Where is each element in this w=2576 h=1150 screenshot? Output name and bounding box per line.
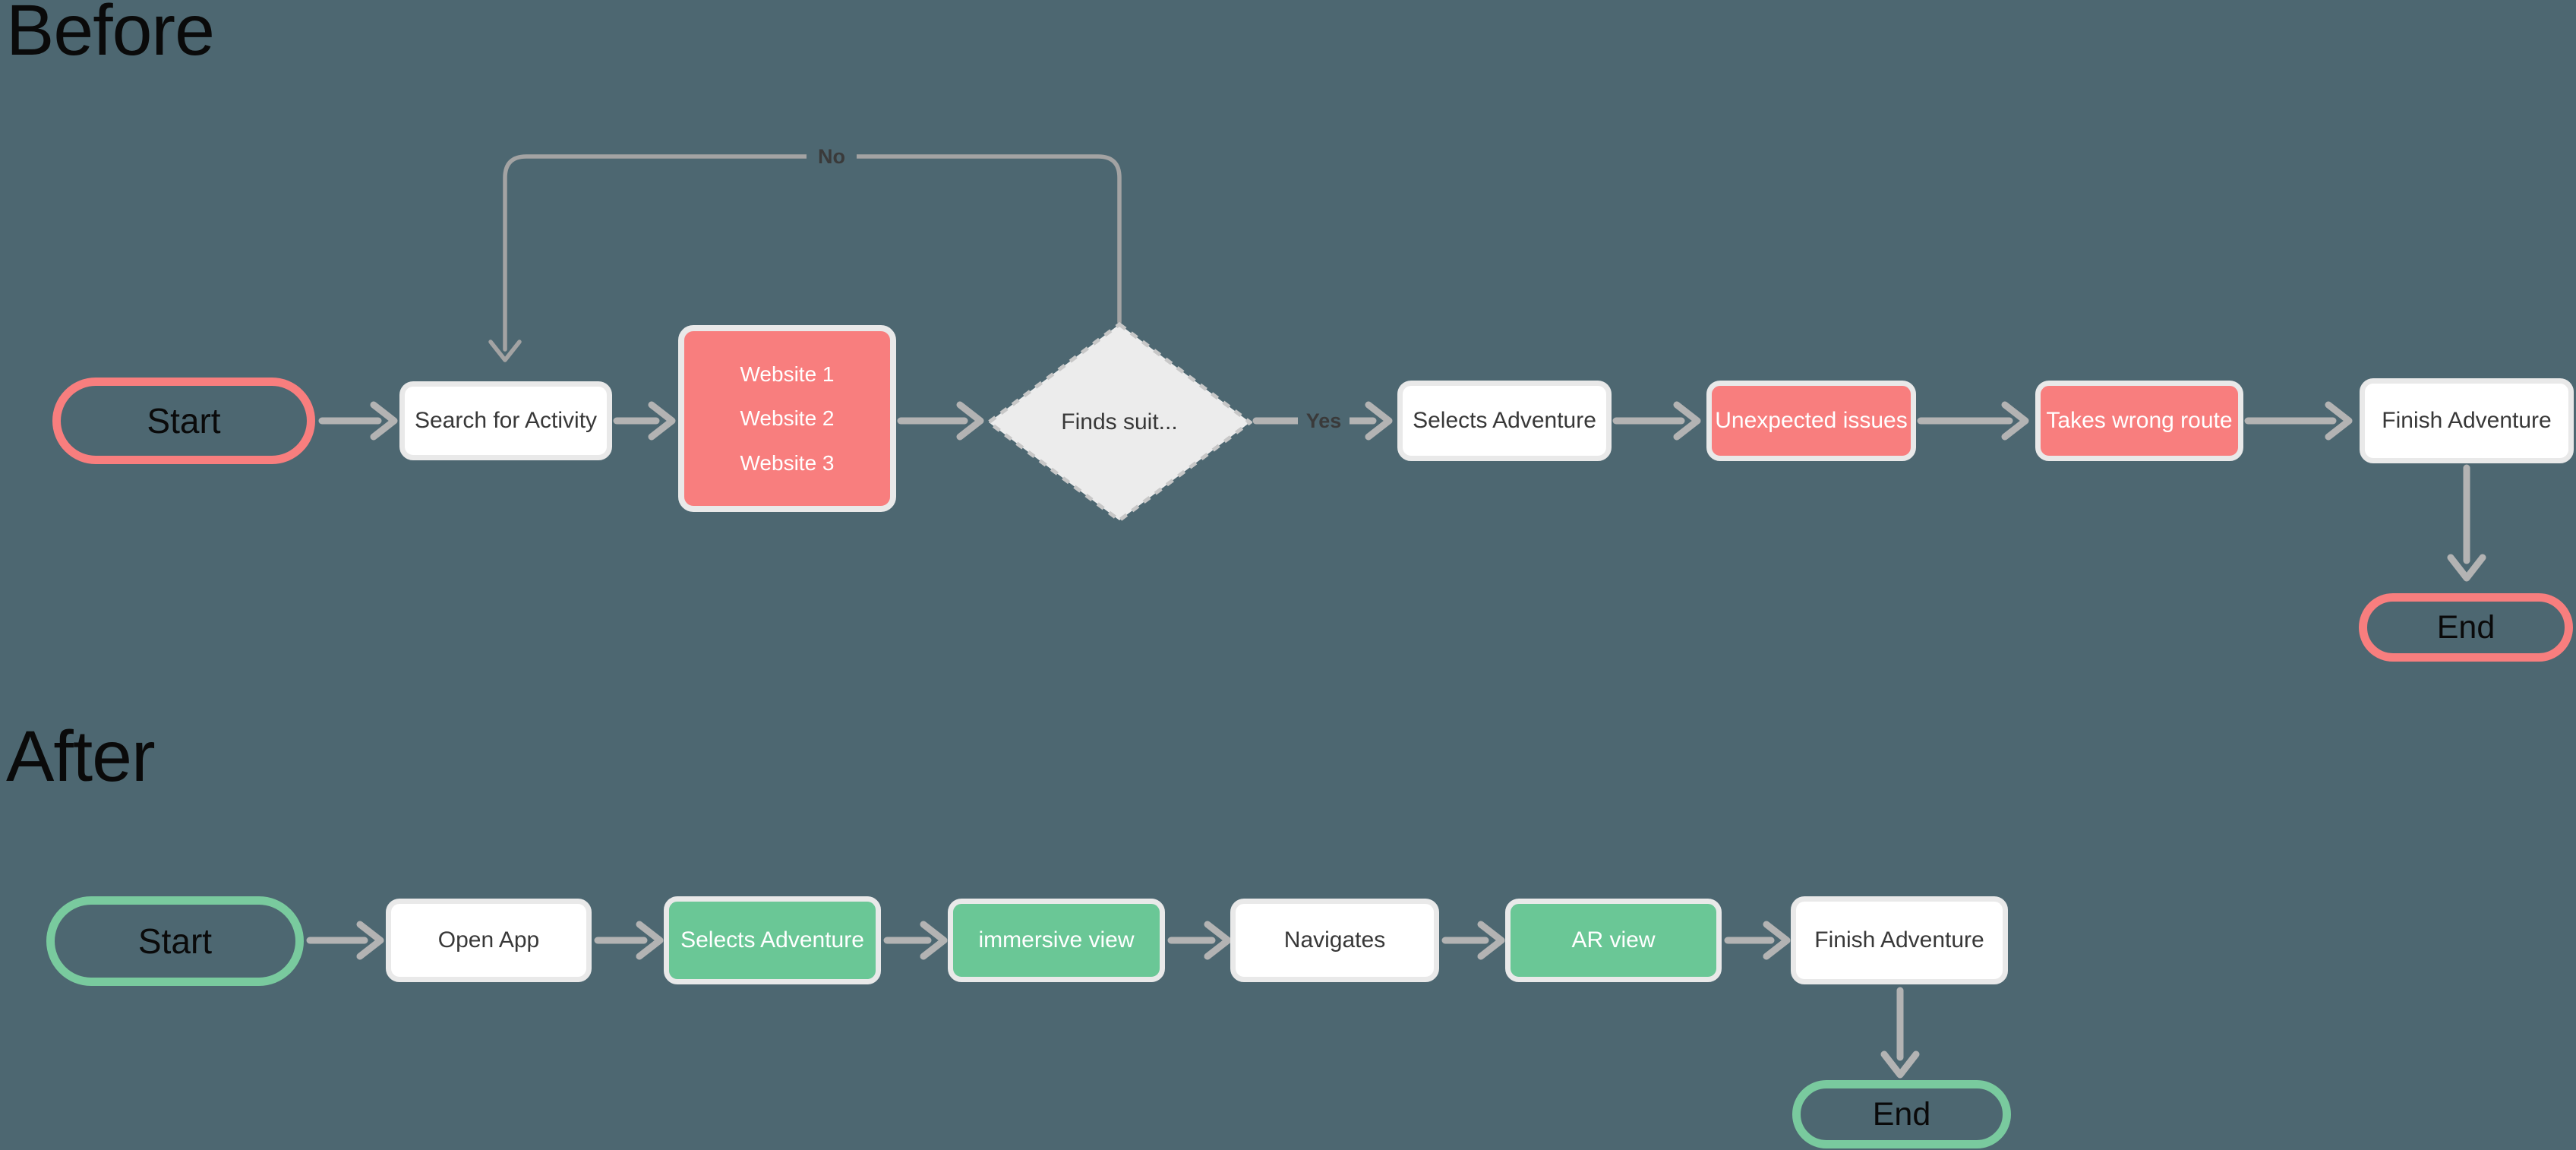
before-takes-wrong-route-node[interactable]: Takes wrong route	[2035, 381, 2243, 461]
arrow-wrong-route-to-finish	[2244, 401, 2353, 441]
website-option-2: Website 2	[740, 406, 835, 430]
after-section-title: After	[6, 716, 156, 797]
decision-label: Finds suit...	[1061, 409, 1178, 434]
after-end-node[interactable]: End	[1792, 1080, 2011, 1148]
website-option-1: Website 1	[740, 362, 835, 386]
arrow-selects-to-immersive	[883, 921, 948, 960]
before-search-activity-node[interactable]: Search for Activity	[399, 381, 612, 460]
decision-diamond-shape	[987, 322, 1252, 523]
edge-label-yes: Yes	[1298, 407, 1350, 434]
website-option-3: Website 3	[740, 450, 835, 475]
before-finish-adventure-node[interactable]: Finish Adventure	[2360, 378, 2574, 463]
before-end-node[interactable]: End	[2359, 593, 2573, 662]
after-open-app-node[interactable]: Open App	[386, 899, 592, 982]
after-selects-adventure-node[interactable]: Selects Adventure	[664, 896, 881, 984]
before-selects-adventure-node[interactable]: Selects Adventure	[1397, 381, 1612, 461]
arrow-unexpected-to-wrong-route	[1917, 401, 2029, 441]
after-immersive-view-node[interactable]: immersive view	[948, 899, 1165, 982]
edge-label-no: No	[807, 143, 857, 170]
arrow-search-to-websites	[613, 401, 676, 441]
arrow-finish-to-end-after	[1880, 987, 1920, 1079]
arrow-selects-to-unexpected	[1612, 401, 1701, 441]
arrow-start-to-search	[318, 401, 398, 441]
arrow-navigates-to-ar-view	[1441, 921, 1505, 960]
before-start-node[interactable]: Start	[52, 378, 315, 464]
before-websites-node[interactable]: Website 1 Website 2 Website 3	[678, 325, 896, 512]
arrow-immersive-to-navigates	[1167, 921, 1232, 960]
before-decision-node[interactable]: Finds suit...	[987, 322, 1252, 523]
arrow-open-app-to-selects	[594, 921, 664, 960]
after-ar-view-node[interactable]: AR view	[1505, 899, 1722, 982]
before-section-title: Before	[6, 0, 215, 71]
arrow-start-to-open-app	[306, 921, 384, 960]
after-navigates-node[interactable]: Navigates	[1230, 899, 1439, 982]
after-finish-adventure-node[interactable]: Finish Adventure	[1791, 896, 2008, 984]
before-unexpected-issues-node[interactable]: Unexpected issues	[1706, 381, 1916, 461]
after-start-node[interactable]: Start	[46, 896, 304, 986]
arrow-ar-view-to-finish	[1724, 921, 1791, 960]
arrow-finish-to-end-before	[2447, 464, 2486, 582]
arrow-websites-to-decision	[897, 401, 984, 441]
